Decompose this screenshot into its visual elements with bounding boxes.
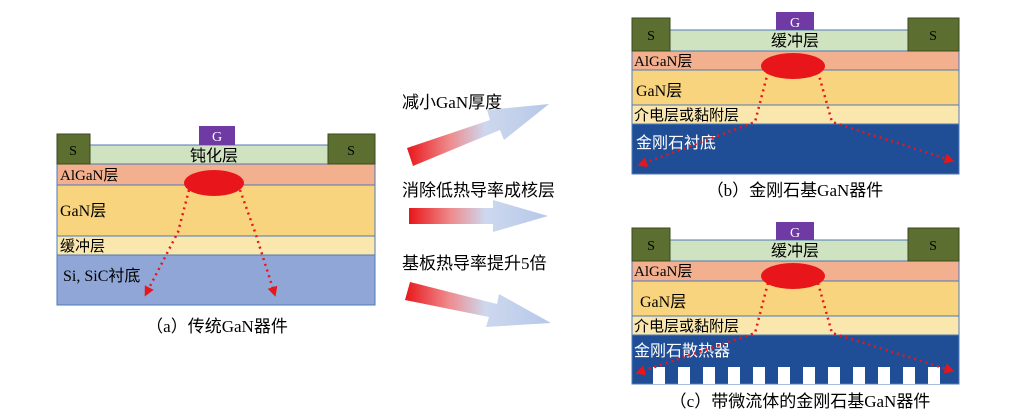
substrate-layer <box>56 254 376 306</box>
substrate-label: Si, SiC衬底 <box>63 267 140 285</box>
gate-electrode <box>776 12 814 30</box>
micro-channel <box>928 367 940 384</box>
dielectric-label: 介电层或黏附层 <box>634 107 739 124</box>
device-a-caption: （a）传统GaN器件 <box>146 317 288 336</box>
source-left-label: S <box>647 29 655 44</box>
arrow-middle-label: 消除低热导率成核层 <box>402 181 555 200</box>
source-right-electrode <box>327 133 376 165</box>
dielectric-label: 介电层或黏附层 <box>634 318 739 335</box>
heat-spot <box>761 263 825 289</box>
substrate-label: 金刚石衬底 <box>636 134 716 152</box>
source-right-label: S <box>929 239 937 254</box>
source-right-label: S <box>347 144 355 159</box>
source-left-label: S <box>647 239 655 254</box>
device-c: 金刚石散热器 介电层或黏附层 GaN层 AlGaN层 缓冲层 S S G <box>631 222 960 411</box>
algan-label: AlGaN层 <box>634 264 692 280</box>
gate-electrode <box>776 222 814 240</box>
device-b-caption: （b）金刚石基GaN器件 <box>707 181 884 200</box>
source-right-electrode <box>907 227 960 262</box>
gan-label: GaN层 <box>640 294 686 311</box>
passivation-label: 钝化层 <box>190 147 238 165</box>
device-b: 金刚石衬底 介电层或黏附层 GaN层 AlGaN层 缓冲层 S S G （b）金… <box>631 12 960 200</box>
transition-arrows: 减小GaN厚度 消除低热导率成核层 基板热导率提升5倍 <box>402 93 555 327</box>
heat-path-left <box>144 189 191 297</box>
micro-channel <box>903 367 915 384</box>
micro-channel <box>678 367 690 384</box>
arrow-bottom-label: 基板热导率提升5倍 <box>402 254 547 273</box>
algan-label: AlGaN层 <box>634 54 692 70</box>
micro-channel <box>703 367 715 384</box>
microfluidic-channels <box>653 367 940 384</box>
micro-channel <box>778 367 790 384</box>
device-c-caption: （c）带微流体的金刚石基GaN器件 <box>670 392 931 411</box>
arrow-middle <box>409 200 548 232</box>
arrow-bottom <box>405 282 551 327</box>
micro-channel <box>878 367 890 384</box>
arrow-top-label: 减小GaN厚度 <box>402 93 502 112</box>
arrow-top <box>407 104 549 166</box>
heat-path-left <box>635 282 770 376</box>
gan-label: GaN层 <box>636 83 682 100</box>
source-left-electrode <box>631 17 671 52</box>
gate-label: G <box>790 226 800 241</box>
micro-channel <box>653 367 665 384</box>
buffer-label: 缓冲层 <box>771 242 819 260</box>
gate-electrode <box>199 126 235 145</box>
source-left-electrode <box>56 133 91 165</box>
heat-path-left <box>637 71 770 167</box>
heat-spot <box>761 53 825 79</box>
source-right-label: S <box>929 29 937 44</box>
heat-spot <box>184 170 244 196</box>
algan-label: AlGaN层 <box>60 168 118 184</box>
buffer-label: 缓冲层 <box>60 238 105 255</box>
micro-channel <box>828 367 840 384</box>
device-a: Si, SiC衬底 缓冲层 GaN层 AlGaN层 钝化层 S S G （a）传… <box>56 126 376 336</box>
substrate-label: 金刚石散热器 <box>634 342 730 360</box>
source-right-electrode <box>907 17 960 52</box>
micro-channel <box>753 367 765 384</box>
micro-channel <box>803 367 815 384</box>
gate-label: G <box>212 130 222 145</box>
source-left-label: S <box>69 144 77 159</box>
substrate-layer <box>631 123 960 175</box>
buffer-label: 缓冲层 <box>771 32 819 50</box>
micro-channel <box>853 367 865 384</box>
source-left-electrode <box>631 227 671 262</box>
gan-label: GaN层 <box>60 203 106 220</box>
gate-label: G <box>790 16 800 31</box>
micro-channel <box>728 367 740 384</box>
